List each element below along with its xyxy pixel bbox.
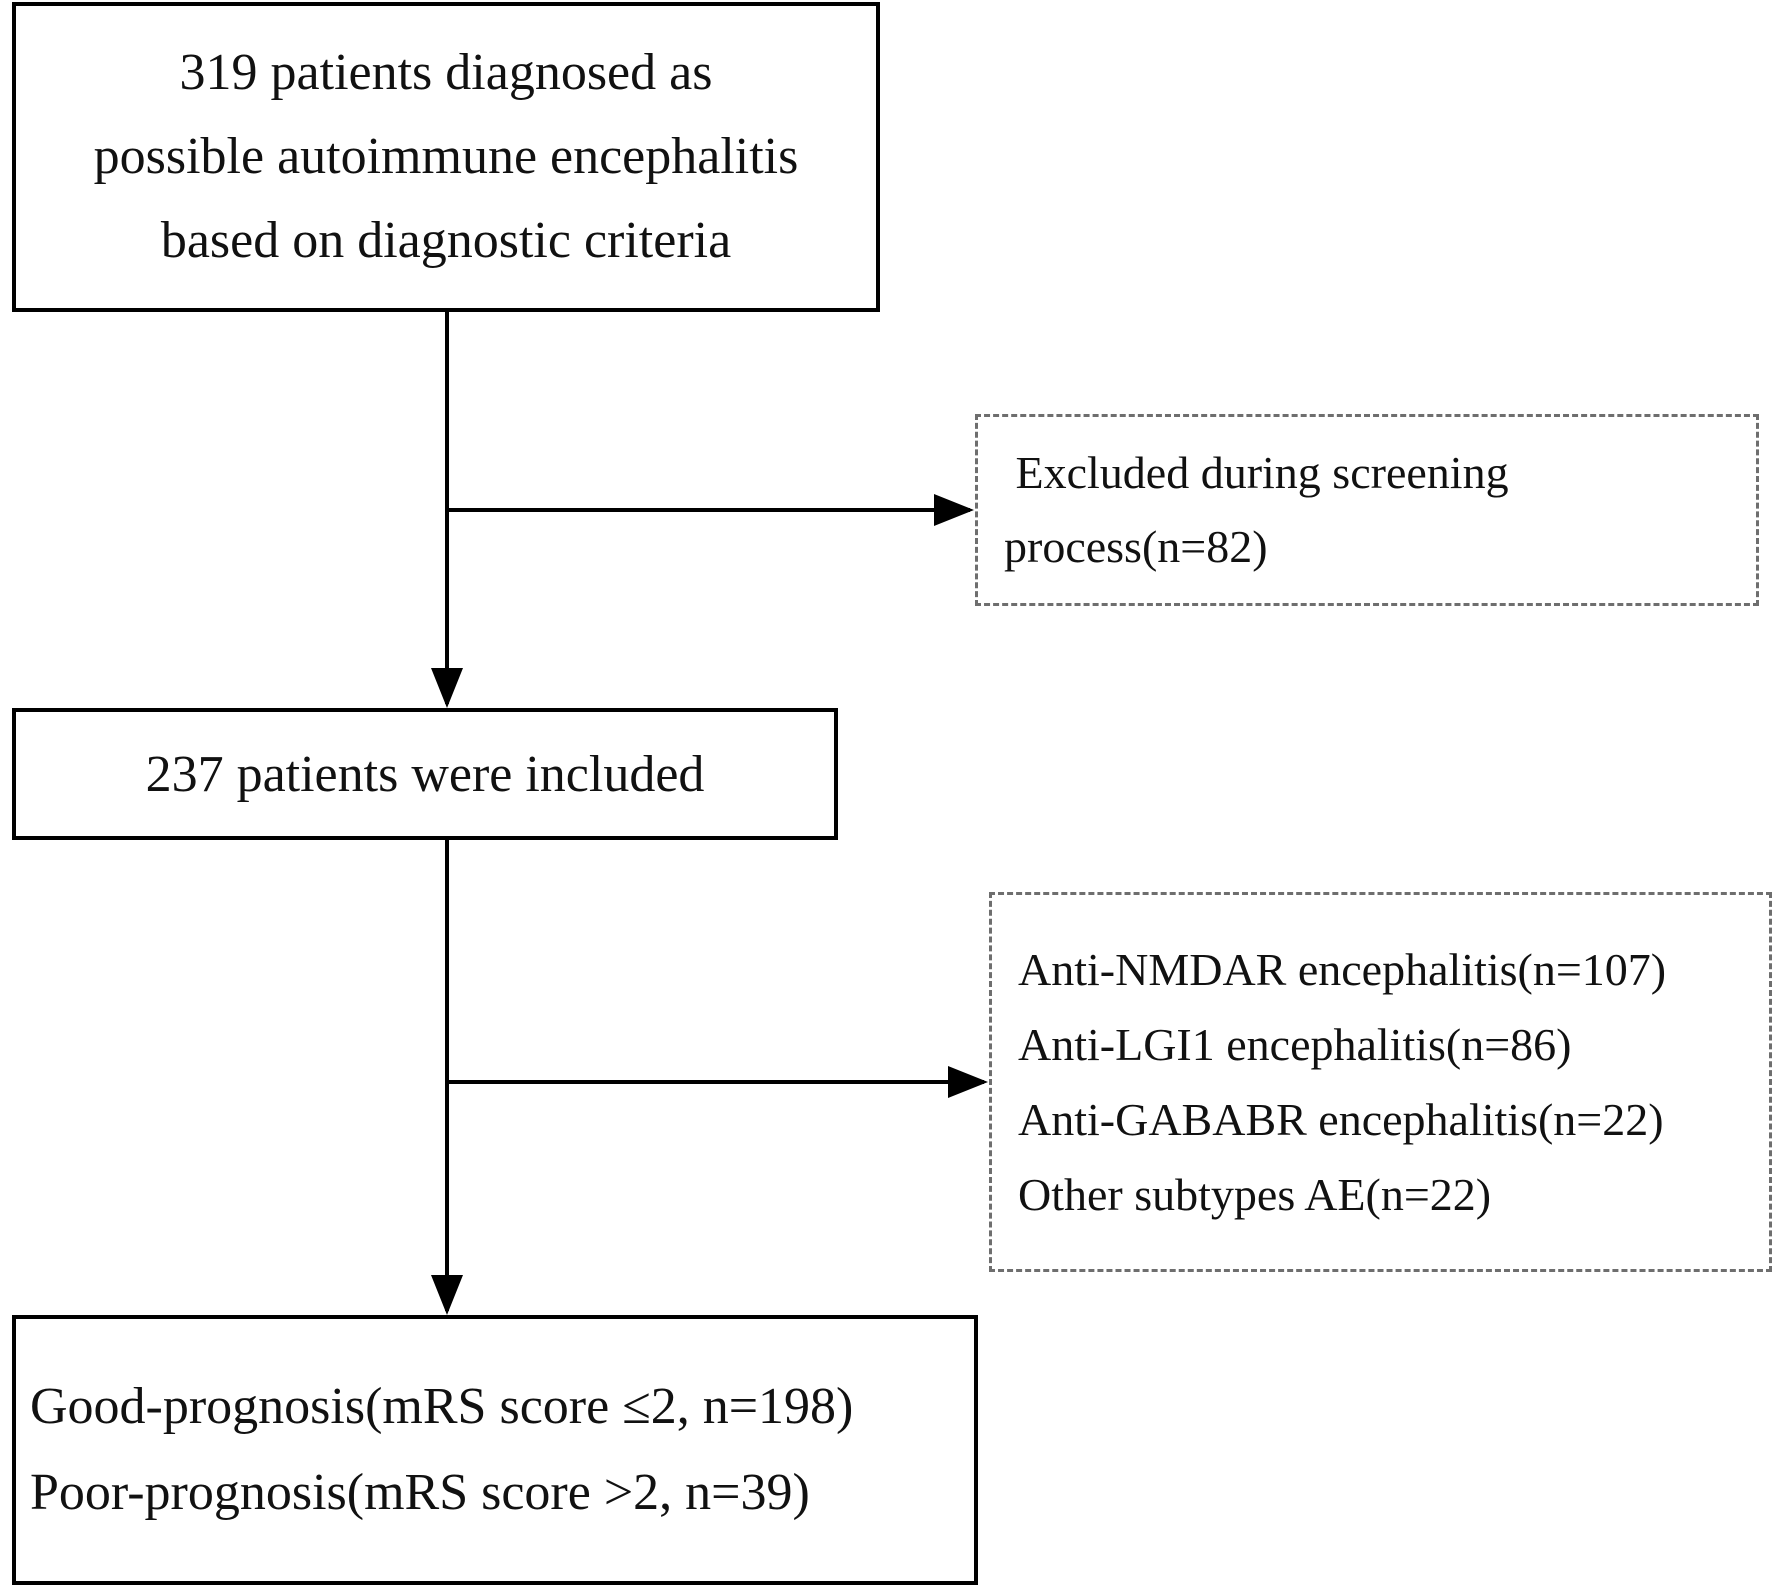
start-node-line: possible autoimmune encephalitis [93, 128, 799, 185]
subtype-line: Other subtypes AE(n=22) [1018, 1169, 1492, 1220]
subtypes-node: Anti-NMDAR encephalitis(n=107) Anti-LGI1… [989, 892, 1772, 1272]
outcome-node-line: Good-prognosis(mRS score ≤2, n=198) [30, 1378, 854, 1435]
excluded-node-line: process(n=82) [1004, 521, 1268, 572]
subtype-line: Anti-NMDAR encephalitis(n=107) [1018, 944, 1667, 995]
subtype-line: Anti-LGI1 encephalitis(n=86) [1018, 1019, 1572, 1070]
excluded-node-line: Excluded during screening [1004, 447, 1509, 498]
included-node: 237 patients were included [12, 708, 838, 840]
included-node-line: 237 patients were included [145, 745, 705, 803]
outcome-node-line: Poor-prognosis(mRS score >2, n=39) [30, 1464, 810, 1521]
start-node-line: 319 patients diagnosed as [179, 44, 713, 101]
start-node-line: based on diagnostic criteria [160, 212, 732, 269]
start-node: 319 patients diagnosed as possible autoi… [12, 2, 880, 312]
subtype-line: Anti-GABABR encephalitis(n=22) [1018, 1094, 1664, 1145]
excluded-node: Excluded during screening process(n=82) [975, 414, 1759, 606]
outcome-node: Good-prognosis(mRS score ≤2, n=198) Poor… [12, 1315, 978, 1585]
